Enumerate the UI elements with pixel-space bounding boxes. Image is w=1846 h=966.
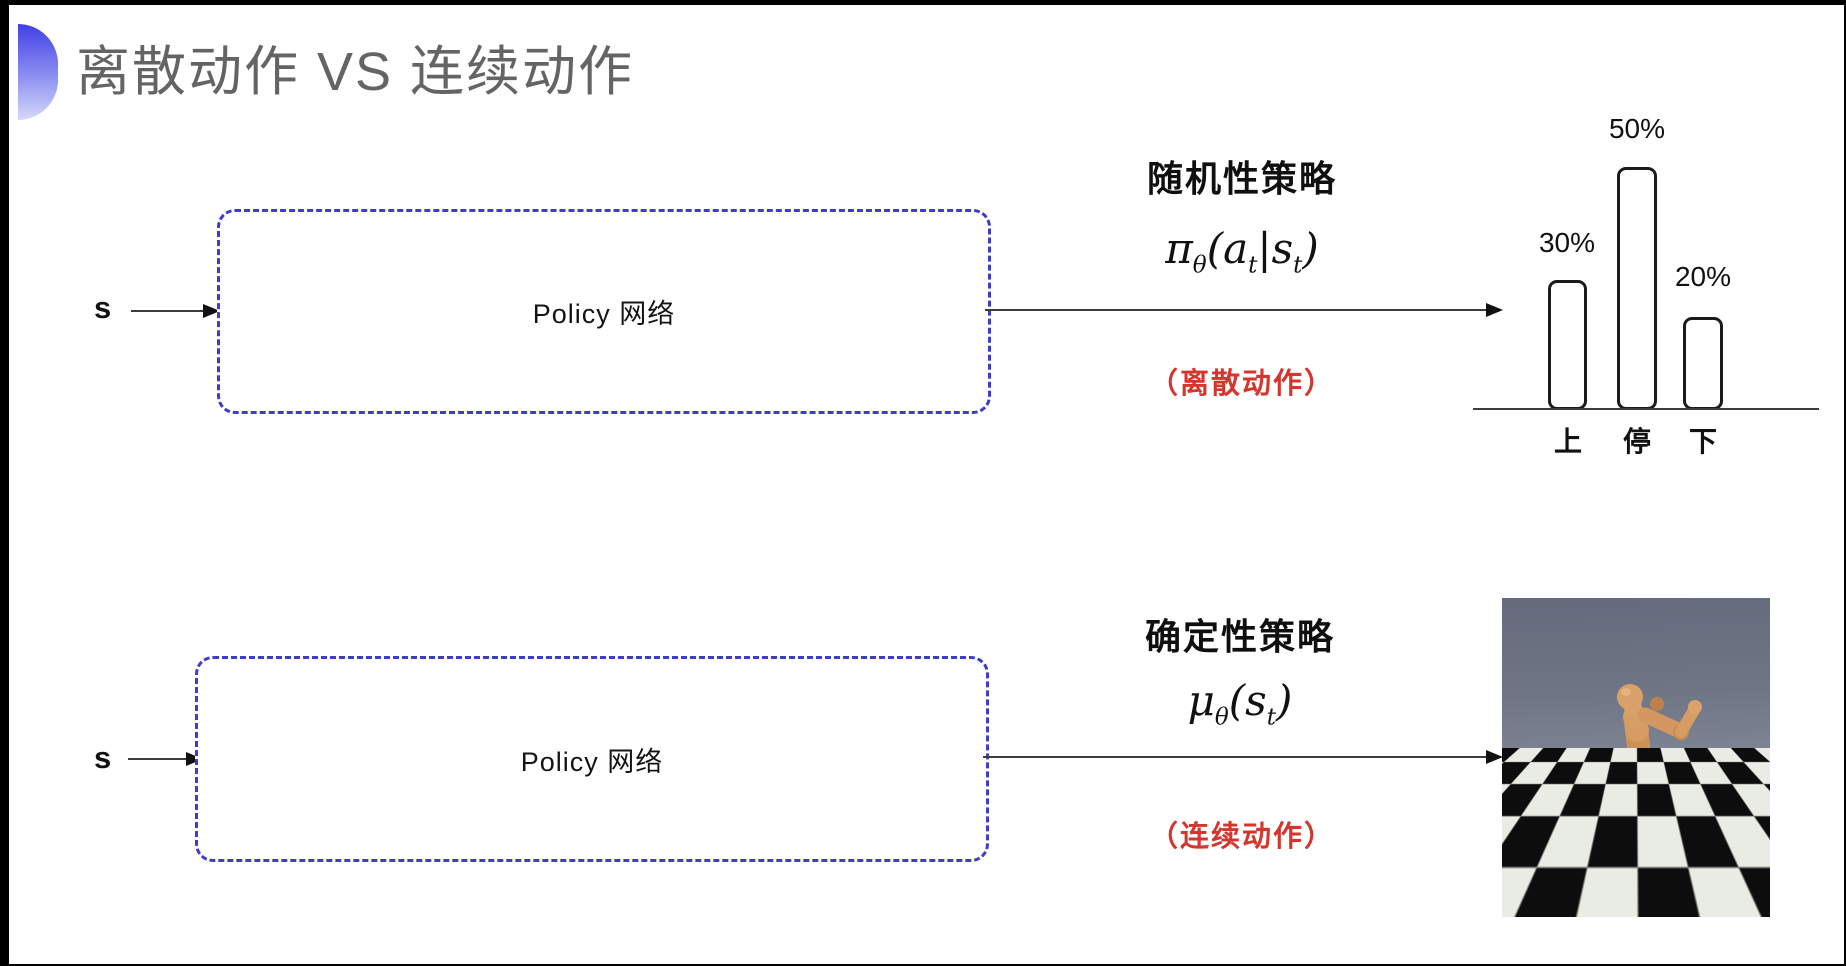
policy-network-label-continuous: Policy 网络 — [520, 746, 664, 777]
policy-network-box-continuous: Policy 网络 — [195, 656, 989, 862]
policy-network-box-discrete: Policy 网络 — [217, 209, 991, 414]
policy-type-deterministic: 确定性策略 — [1144, 616, 1335, 657]
frame-edge-bottom — [0, 964, 1846, 966]
formula-arg1: a — [1223, 224, 1249, 273]
frame-edge-top — [0, 0, 1846, 5]
bar-category-stop: 停 — [1622, 426, 1651, 457]
frame-edge-left — [0, 0, 9, 966]
bar-category-down: 下 — [1688, 426, 1717, 457]
formula-stochastic-policy: πθ(at|st) — [1092, 224, 1392, 278]
formula-arg1-subscript: t — [1266, 704, 1277, 731]
formula-symbol: μ — [1187, 676, 1215, 725]
bar-chart-axis — [1473, 408, 1819, 410]
formula-symbol-subscript: θ — [1192, 252, 1207, 279]
bar-value-label-up: 30% — [1538, 227, 1596, 258]
state-input-label-discrete: s — [94, 290, 112, 325]
arrowhead-input-discrete-icon — [203, 304, 220, 318]
formula-arg2: s — [1271, 224, 1294, 273]
action-note-discrete: （离散动作） — [1148, 368, 1335, 400]
page-title: 离散动作 VS 连续动作 — [76, 42, 635, 102]
formula-symbol: π — [1165, 224, 1193, 273]
formula-open-paren: ( — [1228, 676, 1246, 725]
frame-edge-right — [1844, 0, 1846, 966]
humanoid-robot-figure — [1578, 684, 1702, 903]
bar-category-up: 上 — [1553, 426, 1582, 457]
policy-type-stochastic: 随机性策略 — [1146, 158, 1337, 199]
formula-conditional-bar: | — [1257, 224, 1272, 273]
formula-close-paren: ) — [1276, 676, 1293, 725]
formula-arg2-subscript: t — [1293, 252, 1303, 279]
bar-up — [1548, 280, 1587, 410]
arrow-line-input-continuous — [128, 758, 190, 760]
humanoid-simulation-image — [1502, 598, 1770, 917]
bar-value-label-down: 20% — [1674, 261, 1732, 292]
title-bullet-icon — [18, 24, 58, 120]
formula-symbol-subscript: θ — [1214, 704, 1229, 731]
bar-value-label-stop: 50% — [1608, 113, 1666, 144]
formula-deterministic-policy: μθ(st) — [1090, 676, 1390, 730]
bar-down — [1683, 317, 1723, 410]
formula-open-paren: ( — [1206, 224, 1224, 273]
arrowhead-output-discrete-icon — [1486, 303, 1503, 317]
state-input-label-continuous: s — [94, 740, 112, 775]
bar-stop — [1617, 167, 1657, 410]
policy-network-label-discrete: Policy 网络 — [532, 299, 676, 329]
formula-arg1: s — [1245, 676, 1267, 725]
formula-close-paren: ) — [1302, 224, 1319, 273]
arrow-line-input-discrete — [131, 310, 205, 312]
arrow-line-output-discrete — [985, 309, 1486, 311]
action-note-continuous: （连续动作） — [1148, 821, 1335, 853]
arrow-line-output-continuous — [983, 756, 1486, 758]
formula-arg1-subscript: t — [1248, 252, 1258, 279]
arrowhead-output-continuous-icon — [1486, 750, 1503, 764]
